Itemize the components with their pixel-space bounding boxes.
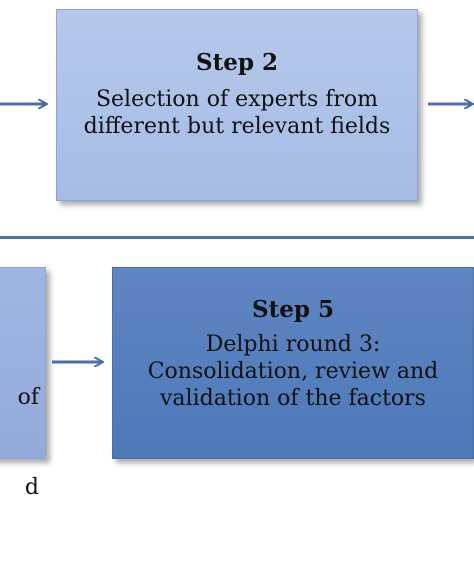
step4-box-partial: of d (0, 267, 46, 500)
step5-text-line1: Delphi round 3: (205, 332, 381, 357)
step5-box: Step 5 Delphi round 3: Consolidation, re… (112, 267, 474, 459)
connector-arrows (0, 0, 474, 474)
step2-text-line2: different but relevant fields (83, 114, 391, 139)
step4-partial-line1: of (17, 385, 39, 410)
step2-title: Step 2 (196, 49, 278, 76)
step4-partial-line2: d (24, 475, 39, 500)
section-divider (0, 236, 474, 239)
step5-text-line2: Consolidation, review and (147, 359, 439, 384)
step5-title: Step 5 (252, 296, 334, 323)
step5-text-line3: validation of the factors (160, 386, 426, 411)
step2-text-line1: Selection of experts from (95, 87, 379, 112)
step2-box: Step 2 Selection of experts from differe… (56, 9, 418, 201)
